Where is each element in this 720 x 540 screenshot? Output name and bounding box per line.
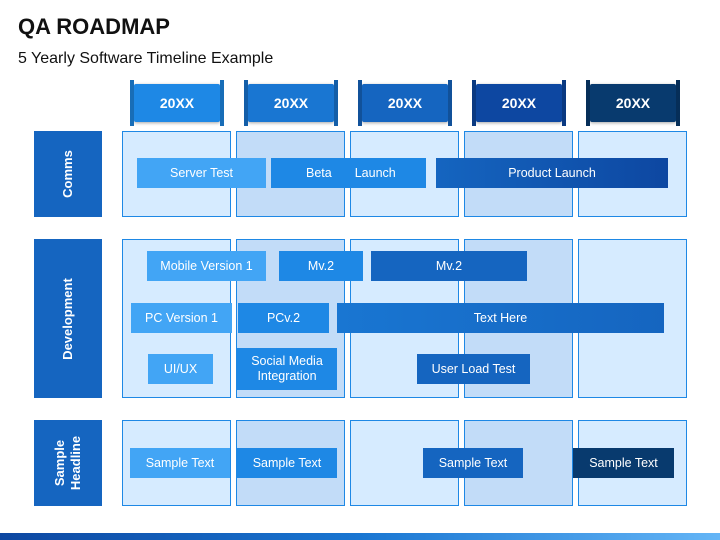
row-label-sample-headline-text: Sample Headline: [52, 436, 84, 490]
bar-social-media-integration: Social Media Integration: [237, 348, 337, 390]
bar-sample-text-4: Sample Text: [573, 448, 674, 478]
row-label-sample-line1: Sample: [52, 439, 67, 487]
row-label-development-text: Development: [60, 277, 76, 360]
year-header-2: 20XX: [248, 84, 334, 122]
bar-user-load-test: User Load Test: [417, 354, 530, 384]
bar-mv2-a: Mv.2: [279, 251, 363, 281]
bar-beta-launch: Beta Launch: [271, 158, 426, 188]
bar-pcv2: PCv.2: [238, 303, 329, 333]
bar-mobile-version-1: Mobile Version 1: [147, 251, 266, 281]
bar-sample-text-3: Sample Text: [423, 448, 523, 478]
bar-sample-text-2: Sample Text: [237, 448, 337, 478]
page-subtitle: 5 Yearly Software Timeline Example: [18, 50, 274, 67]
row-label-comms-text: Comms: [60, 150, 75, 198]
year-header-3: 20XX: [362, 84, 448, 122]
bottom-accent-line: [0, 533, 720, 540]
bar-beta-text: Beta: [306, 165, 332, 180]
bar-text-here: Text Here: [337, 303, 664, 333]
row-label-comms: Comms: [34, 131, 102, 217]
bar-sample-text-1: Sample Text: [130, 448, 230, 478]
row-label-sample-line2: Headline: [68, 435, 83, 491]
row-label-sample-headline: Sample Headline: [34, 420, 102, 506]
bar-product-launch: Product Launch: [436, 158, 668, 188]
bar-launch-text: Launch: [354, 165, 396, 180]
bar-pc-version-1: PC Version 1: [131, 303, 232, 333]
bar-ui-ux: UI/UX: [148, 354, 213, 384]
year-header-5: 20XX: [590, 84, 676, 122]
bar-server-test: Server Test: [137, 158, 266, 188]
year-header-4: 20XX: [476, 84, 562, 122]
row-label-development: Development: [34, 239, 102, 398]
bar-mv2-b: Mv.2: [371, 251, 527, 281]
year-header-1: 20XX: [134, 84, 220, 122]
page-title: QA ROADMAP: [18, 14, 170, 39]
